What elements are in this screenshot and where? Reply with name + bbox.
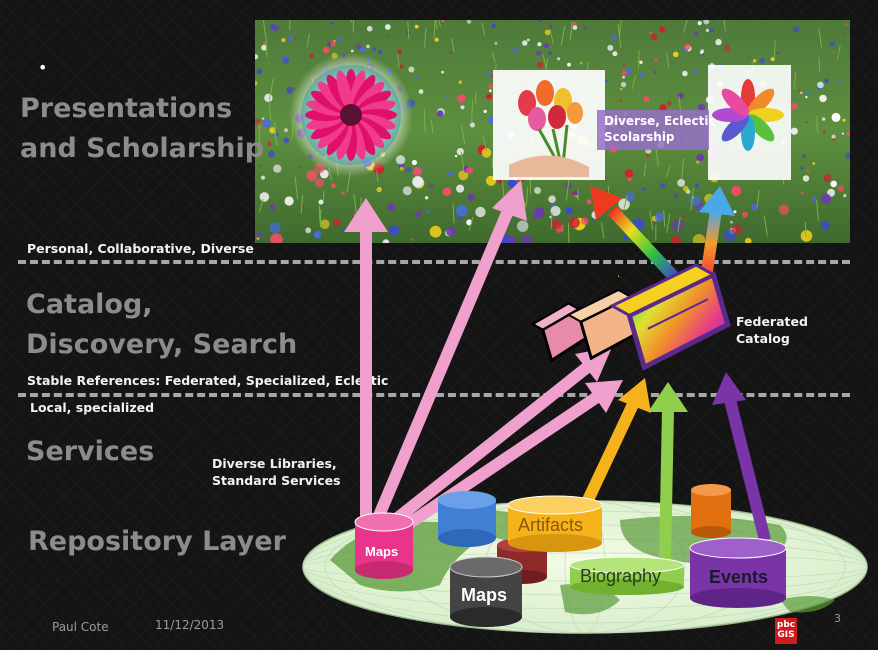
- services-layer-title: Services: [26, 436, 155, 467]
- pink-arrow-to-catalog-2: [388, 380, 623, 540]
- footer-date: 11/12/2013: [155, 618, 225, 632]
- eclectic-scholarship-label: Diverse, Eclectic Scolarship: [604, 114, 716, 144]
- gray-maps-repository: [449, 556, 523, 627]
- pink-arrow-to-gerbera: [344, 198, 388, 530]
- divider-presentation-catalog: [18, 260, 850, 264]
- pink-maps-label: Maps: [365, 544, 399, 559]
- biography-repository: [569, 556, 685, 595]
- flower-field-image: [255, 20, 850, 243]
- repository-layer-title: Repository Layer: [28, 526, 286, 557]
- pink-arrow-to-tulips: [369, 180, 527, 528]
- pbc-gis-logo: pbc GIS: [775, 618, 797, 644]
- federated-catalog-icon: [608, 263, 731, 371]
- tick-mark: .: [617, 269, 620, 280]
- purple-arrow-events-to-catalog: [712, 372, 771, 542]
- orange-repository: [691, 484, 731, 538]
- stable-references-note: Stable References: Federated, Specialize…: [27, 373, 389, 388]
- yellow-arrow-artifacts-to-catalog: [582, 378, 651, 503]
- footer-author: Paul Cote: [52, 620, 109, 634]
- diverse-libraries-note: Diverse Libraries, Standard Services: [212, 456, 341, 488]
- artifacts-repository: [507, 495, 603, 552]
- rainbow-arrow-catalog-to-eclectic: [590, 186, 680, 283]
- personal-collaborative-note: Personal, Collaborative, Diverse: [27, 241, 254, 256]
- bullet-point: •: [38, 58, 48, 77]
- artifacts-label: Artifacts: [518, 515, 584, 535]
- page-number: 3: [834, 612, 841, 625]
- eclectic-scholarship-box: [597, 110, 709, 150]
- events-label: Events: [709, 567, 769, 587]
- events-repository: [689, 537, 787, 608]
- presentations-layer-title: Presentations and Scholarship: [20, 93, 265, 164]
- pink-arrow-to-catalog-1: [381, 347, 612, 533]
- biography-label: Biography: [580, 566, 662, 586]
- pink-maps-repository: [354, 512, 414, 579]
- flower-field-photo: [255, 20, 850, 243]
- rainbow-arrow-catalog-to-petals: [699, 186, 735, 279]
- federated-catalog-label: Federated Catalog: [736, 314, 808, 346]
- catalog-layer-title: Catalog, Discovery, Search: [26, 289, 298, 360]
- green-arrow-biography-to-catalog: [648, 382, 688, 561]
- gray-maps-label: Maps: [461, 585, 508, 605]
- local-specialized-note: Local, specialized: [30, 400, 155, 415]
- blue-repository: [438, 491, 496, 547]
